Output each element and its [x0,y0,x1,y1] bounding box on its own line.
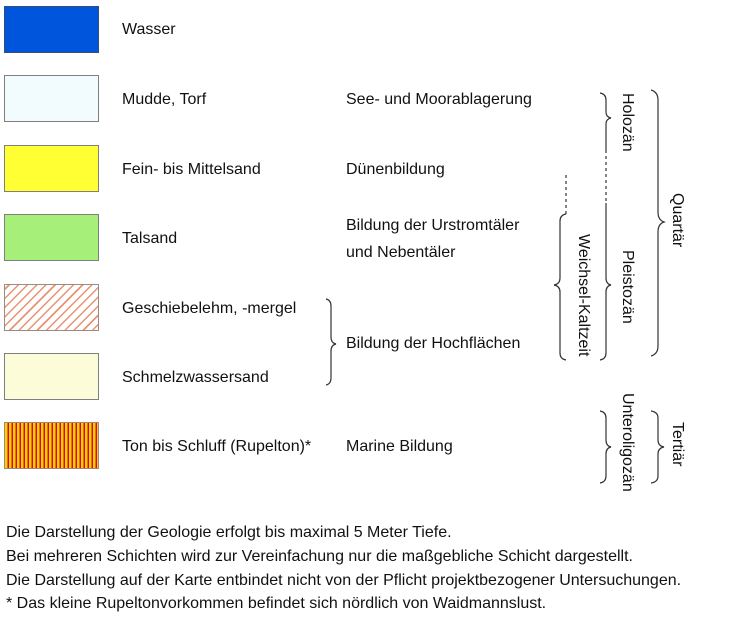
brace-unteroligozaen [599,410,612,484]
swatch-talsand [4,214,99,261]
genesis-see-moor: See- und Moorablagerung [346,91,532,108]
note-depth: Die Darstellung der Geologie erfolgt bis… [6,524,452,541]
period-unteroligozaen: Unteroligozän [619,393,636,492]
brace-quartaer [650,89,666,357]
label-mudde-torf: Mudde, Torf [122,91,207,108]
period-quartaer: Quartär [669,193,686,248]
genesis-duenen: Dünenbildung [346,161,445,178]
genesis-urstromtaeler-2: und Nebentäler [346,244,456,261]
swatch-wasser [4,6,99,53]
swatch-geschiebelehm [4,284,99,331]
swatch-ton-schluff [4,422,99,469]
label-talsand: Talsand [122,230,178,247]
brace-weichsel [553,213,567,361]
genesis-urstromtaeler-1: Bildung der Urstromtäler [346,217,520,234]
brace-tertiaer [650,410,665,484]
swatch-schmelzwassersand [4,353,99,400]
swatch-fein-mittelsand [4,145,99,192]
period-pleistozaen: Pleistozän [619,250,636,324]
swatch-mudde-torf [4,75,99,122]
period-tertiaer: Tertiär [669,422,686,467]
label-wasser: Wasser [122,21,176,38]
brace-holozaen [599,92,612,150]
note-layers: Bei mehreren Schichten wird zur Vereinfa… [6,548,633,565]
period-holozaen: Holozän [619,93,636,152]
label-fein-mittelsand: Fein- bis Mittelsand [122,161,261,178]
brace-pleistozaen [599,203,612,361]
genesis-hochflaechen: Bildung der Hochflächen [346,335,521,352]
brace-hochflaechen [325,298,337,386]
note-rupelton: * Das kleine Rupeltonvorkommen befindet … [6,595,547,612]
period-weichsel: Weichsel-Kaltzeit [575,234,592,357]
label-schmelzwassersand: Schmelzwassersand [122,369,269,386]
label-ton-schluff: Ton bis Schluff (Rupelton)* [122,438,312,455]
genesis-marine: Marine Bildung [346,438,453,455]
note-obligation: Die Darstellung auf der Karte entbindet … [6,572,682,589]
label-geschiebelehm: Geschiebelehm, -mergel [122,300,297,317]
